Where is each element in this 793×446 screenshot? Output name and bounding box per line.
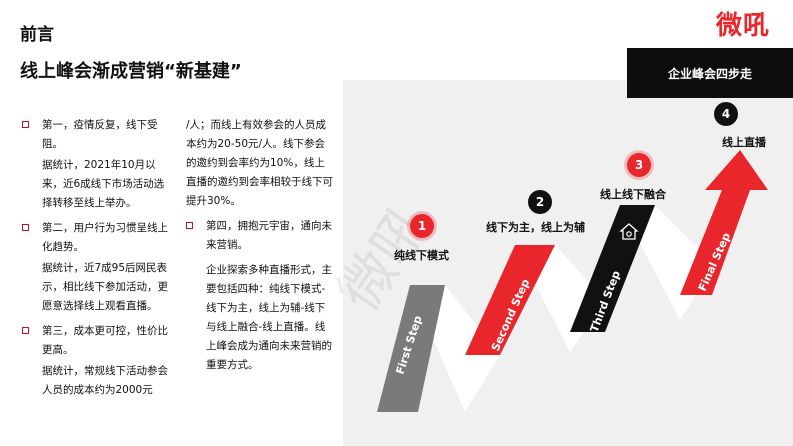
step-label-2: 线下为主，线上为辅: [486, 221, 585, 234]
point-4: 第四，拥抱元宇宙，通向未来营销。: [186, 217, 334, 255]
home-icon: [619, 223, 639, 240]
band-third-step: [570, 205, 655, 332]
page-subtitle: 线上峰会渐成营销“新基建”: [20, 61, 242, 82]
step-label-4: 线上直播: [722, 136, 766, 149]
point-detail: 据统计，近7成95后网民表示，相比线下参加活动，更愿意选择线上观看直播。: [42, 262, 168, 312]
band-final-step: [680, 150, 768, 295]
point-detail: 据统计，常规线下活动参会人员的成本约为2000元: [42, 365, 168, 396]
band-second-step: [465, 245, 555, 355]
bullet-icon: [22, 224, 29, 231]
step-label-1: 纯线下模式: [394, 249, 449, 262]
step-number-4: 4: [714, 102, 738, 126]
band-first-step: [377, 285, 445, 412]
step-number-1: 1: [410, 214, 434, 238]
steps-title-box: 企业峰会四步走: [627, 48, 793, 98]
point-heading: 第一，疫情反复，线下受阻。: [42, 119, 158, 150]
continuation-text: /人；而线上有效参会的人员成本约为20-50元/人。线下参会的邀约到会率约为10…: [186, 119, 333, 207]
step-number-3: 3: [627, 153, 651, 177]
brand-logo: 微吼: [716, 11, 771, 41]
bullet-icon: [22, 327, 29, 334]
bullet-icon: [186, 222, 193, 229]
bullet-icon: [22, 121, 29, 128]
point-detail: 企业探索多种直播形式，主要包括四种：纯线下模式-线下为主，线上为辅-线下与线上融…: [206, 264, 332, 371]
step-number-2: 2: [528, 190, 552, 214]
point-heading: 第三，成本更可控，性价比更高。: [42, 325, 168, 356]
point-2: 第二，用户行为习惯呈线上化趋势。: [22, 219, 172, 257]
point-heading: 第四，拥抱元宇宙，通向未来营销。: [206, 220, 332, 251]
point-detail: 据统计，2021年10月以来，近6成线下市场活动选择转移至线上举办。: [42, 159, 165, 209]
step-label-3: 线上线下融合: [600, 188, 666, 201]
point-3: 第三，成本更可控，性价比更高。: [22, 322, 172, 360]
right-text-column: /人；而线上有效参会的人员成本约为20-50元/人。线下参会的邀约到会率约为10…: [186, 116, 334, 378]
point-1: 第一，疫情反复，线下受阻。: [22, 116, 172, 154]
point-heading: 第二，用户行为习惯呈线上化趋势。: [42, 222, 168, 253]
left-text-column: 第一，疫情反复，线下受阻。 据统计，2021年10月以来，近6成线下市场活动选择…: [22, 116, 172, 403]
page-title: 前言: [20, 25, 54, 45]
